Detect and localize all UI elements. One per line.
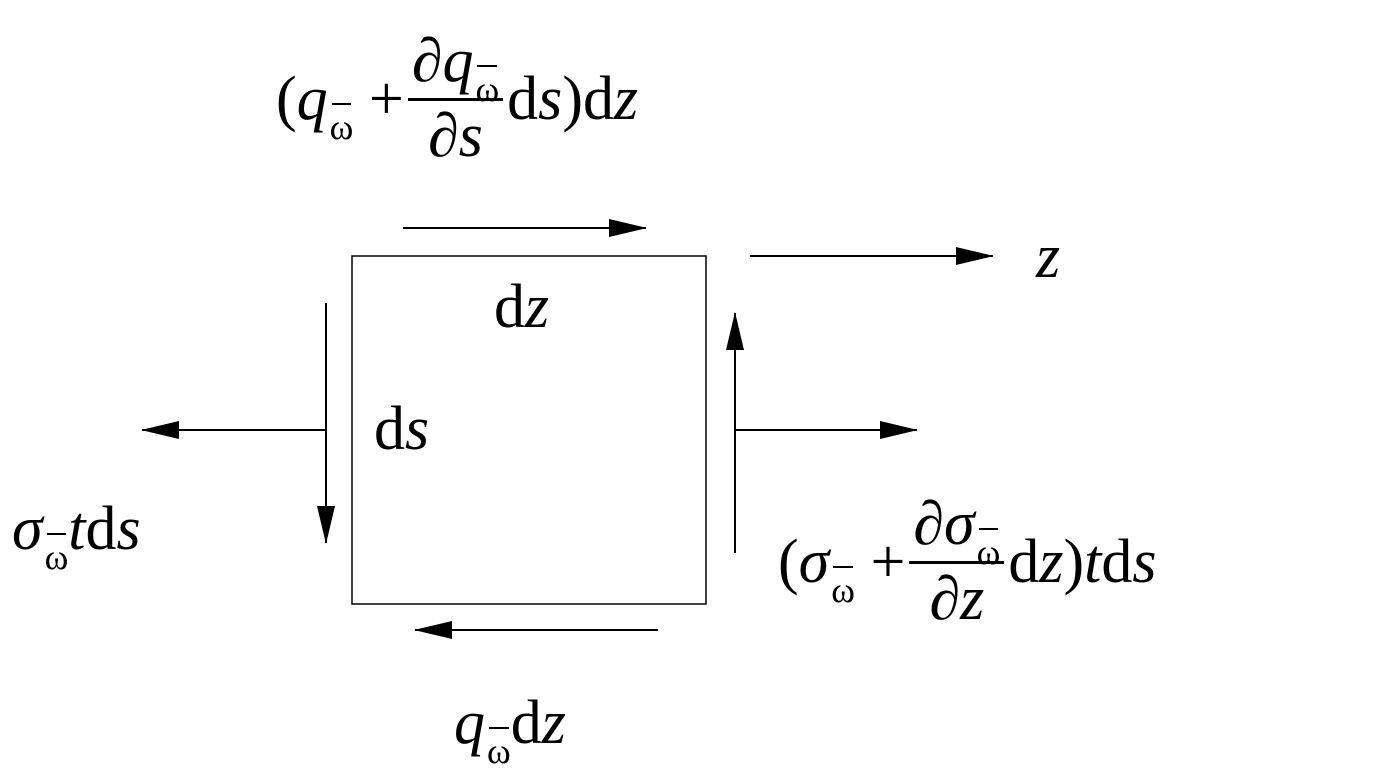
partial-symbol: ∂ [929,565,961,633]
d-symbol: d [582,64,614,133]
z-symbol: z [960,565,985,633]
left-normal-force-label: σωtds [12,495,141,575]
open-paren: ( [778,527,799,596]
z-symbol: z [613,64,639,133]
z-axis-label: z [1036,223,1061,291]
z-symbol: z [541,689,566,757]
partial-fraction: ∂σω∂z [909,490,1005,633]
plus-sign: + [870,527,906,596]
sigma-symbol: σ [944,490,975,558]
s-symbol: s [116,495,141,563]
q-symbol: q [296,64,328,133]
t-symbol: t [68,495,86,563]
s-symbol: s [405,395,430,463]
q-symbol: q [454,689,485,757]
z-symbol: z [525,273,550,341]
sigma-symbol: σ [12,495,43,563]
q-symbol: q [442,27,474,95]
d-symbol: d [1008,527,1040,596]
t-symbol: t [1084,527,1102,596]
dz-label: dz [494,276,549,338]
partial-symbol: ∂ [411,27,443,95]
ds-label: ds [374,398,429,460]
omega-subscript: ω [487,727,511,771]
partial-fraction: ∂qω∂s [407,27,504,170]
close-paren: ) [562,64,583,133]
partial-symbol: ∂ [913,490,945,558]
s-symbol: s [1132,527,1157,596]
d-symbol: d [494,273,525,341]
d-symbol: d [374,395,405,463]
s-symbol: s [458,102,483,170]
omega-subscript: ω [44,533,69,577]
d-symbol: d [85,495,117,563]
omega-subscript: ω [329,102,354,147]
z-symbol: z [1039,527,1064,596]
close-paren: ) [1063,527,1085,596]
element-square [351,255,707,605]
bottom-shear-flow-label: qωdz [454,689,566,769]
omega-subscript: ω [475,65,500,109]
omega-subscript: ω [976,528,1001,572]
partial-symbol: ∂ [428,102,459,170]
d-symbol: d [1101,527,1133,596]
d-symbol: d [507,64,539,133]
s-symbol: s [538,64,563,133]
plus-sign: + [368,64,404,133]
d-symbol: d [510,689,542,757]
open-paren: ( [276,64,297,133]
omega-subscript: ω [831,565,855,610]
sigma-symbol: σ [798,527,830,596]
